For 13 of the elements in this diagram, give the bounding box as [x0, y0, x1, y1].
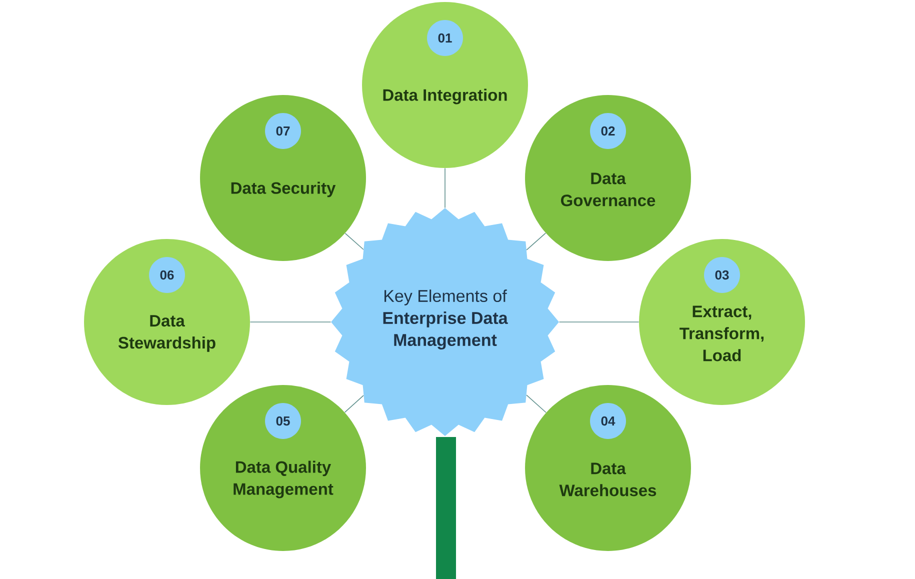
connector-line	[526, 232, 546, 250]
number-badge: 03	[704, 257, 740, 293]
number-badge: 01	[427, 20, 463, 56]
connector-line	[526, 394, 546, 413]
number-badge: 04	[590, 403, 626, 439]
number-badge: 07	[265, 113, 301, 149]
number-badge: 06	[149, 257, 185, 293]
connector-line	[344, 395, 364, 413]
connector-line	[444, 168, 446, 208]
connector-line	[344, 232, 364, 250]
number-badge: 02	[590, 113, 626, 149]
number-badge: 05	[265, 403, 301, 439]
stem-bar	[436, 437, 456, 579]
